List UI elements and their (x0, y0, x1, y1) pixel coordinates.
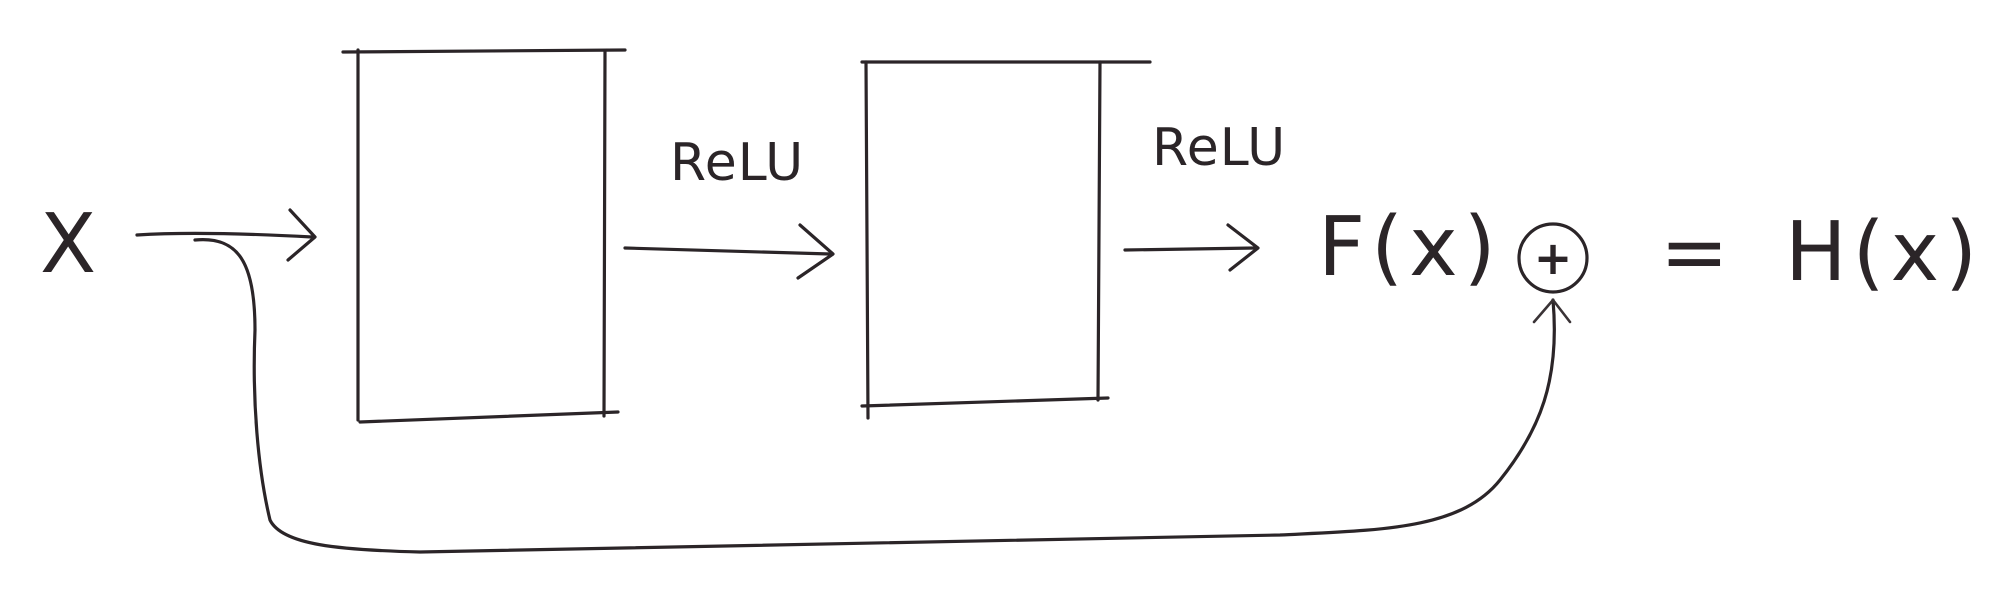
plus-symbol: + (1534, 231, 1573, 285)
arrow-block1-to-block2 (623, 223, 835, 280)
residual-function-label: F(x) (1318, 200, 1502, 295)
weight-layer-block-2 (860, 60, 1152, 420)
skip-connection (193, 238, 1572, 554)
input-label-x: X (40, 197, 102, 292)
output-label-hx: H(x) (1785, 205, 1983, 300)
arrow-block2-to-fx (1123, 223, 1260, 272)
relu-label-1: ReLU (670, 133, 804, 193)
sum-operator: + (1517, 222, 1589, 294)
weight-layer-block-1 (341, 48, 627, 424)
relu-label-2: ReLU (1152, 118, 1286, 178)
input-arrow (135, 208, 317, 262)
equals-sign: = (1660, 205, 1735, 300)
